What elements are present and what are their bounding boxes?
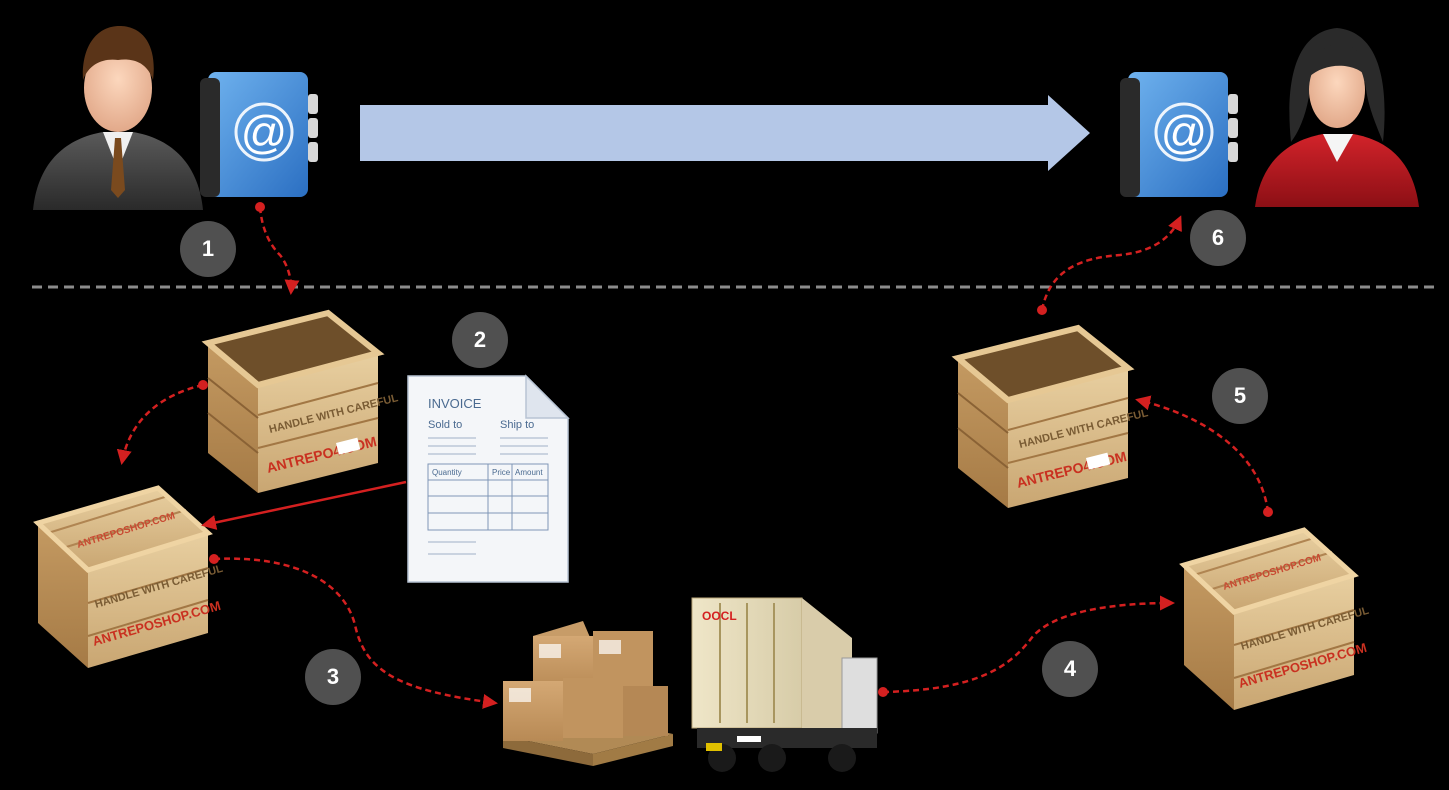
- address-book-icon-sender: [198, 70, 320, 199]
- businessman-icon: [33, 25, 203, 210]
- crate-closed-right: ANTREPOSHOP.COM HANDLE WITH CAREFUL ANTR…: [1184, 530, 1371, 710]
- crate-closed-left: ANTREPOSHOP.COM HANDLE WITH CAREFUL ANTR…: [38, 488, 225, 668]
- invoice-document: INVOICE Sold to Ship to Quantity Price A…: [407, 374, 570, 583]
- container-truck: OOCL: [691, 597, 878, 772]
- businesswoman-icon: [1255, 28, 1419, 207]
- connector-4: [882, 595, 1175, 694]
- crate-open-sender: HANDLE WITH CAREFUL ANTREPO4.COM: [208, 313, 400, 493]
- connector-1: [258, 206, 300, 295]
- invoice-sold-to: Sold to: [428, 419, 462, 431]
- step-badge-6: 6: [1190, 210, 1246, 266]
- invoice-col-price: Price: [492, 468, 511, 477]
- transfer-arrow: [360, 95, 1090, 171]
- step-badge-1: 1: [180, 221, 236, 277]
- step-badge-4: 4: [1042, 641, 1098, 697]
- connector-6: [1040, 215, 1182, 311]
- address-book-icon-receiver: [1118, 70, 1240, 199]
- connector-1b: [116, 383, 204, 465]
- crate-open-receiver: HANDLE WITH CAREFUL ANTREPO4.COM: [958, 328, 1150, 508]
- connector-5: [1135, 395, 1270, 513]
- invoice-ship-to: Ship to: [500, 419, 534, 431]
- container-brand-label: OOCL: [702, 609, 737, 623]
- invoice-col-quantity: Quantity: [432, 468, 462, 477]
- connector-3: [213, 557, 498, 709]
- connector-2: [201, 480, 407, 530]
- step-badge-2: 2: [452, 312, 508, 368]
- step-badge-5: 5: [1212, 368, 1268, 424]
- invoice-title: INVOICE: [428, 396, 482, 411]
- step-badge-3: 3: [305, 649, 361, 705]
- pallet-boxes: [503, 621, 673, 766]
- invoice-col-amount: Amount: [515, 468, 543, 477]
